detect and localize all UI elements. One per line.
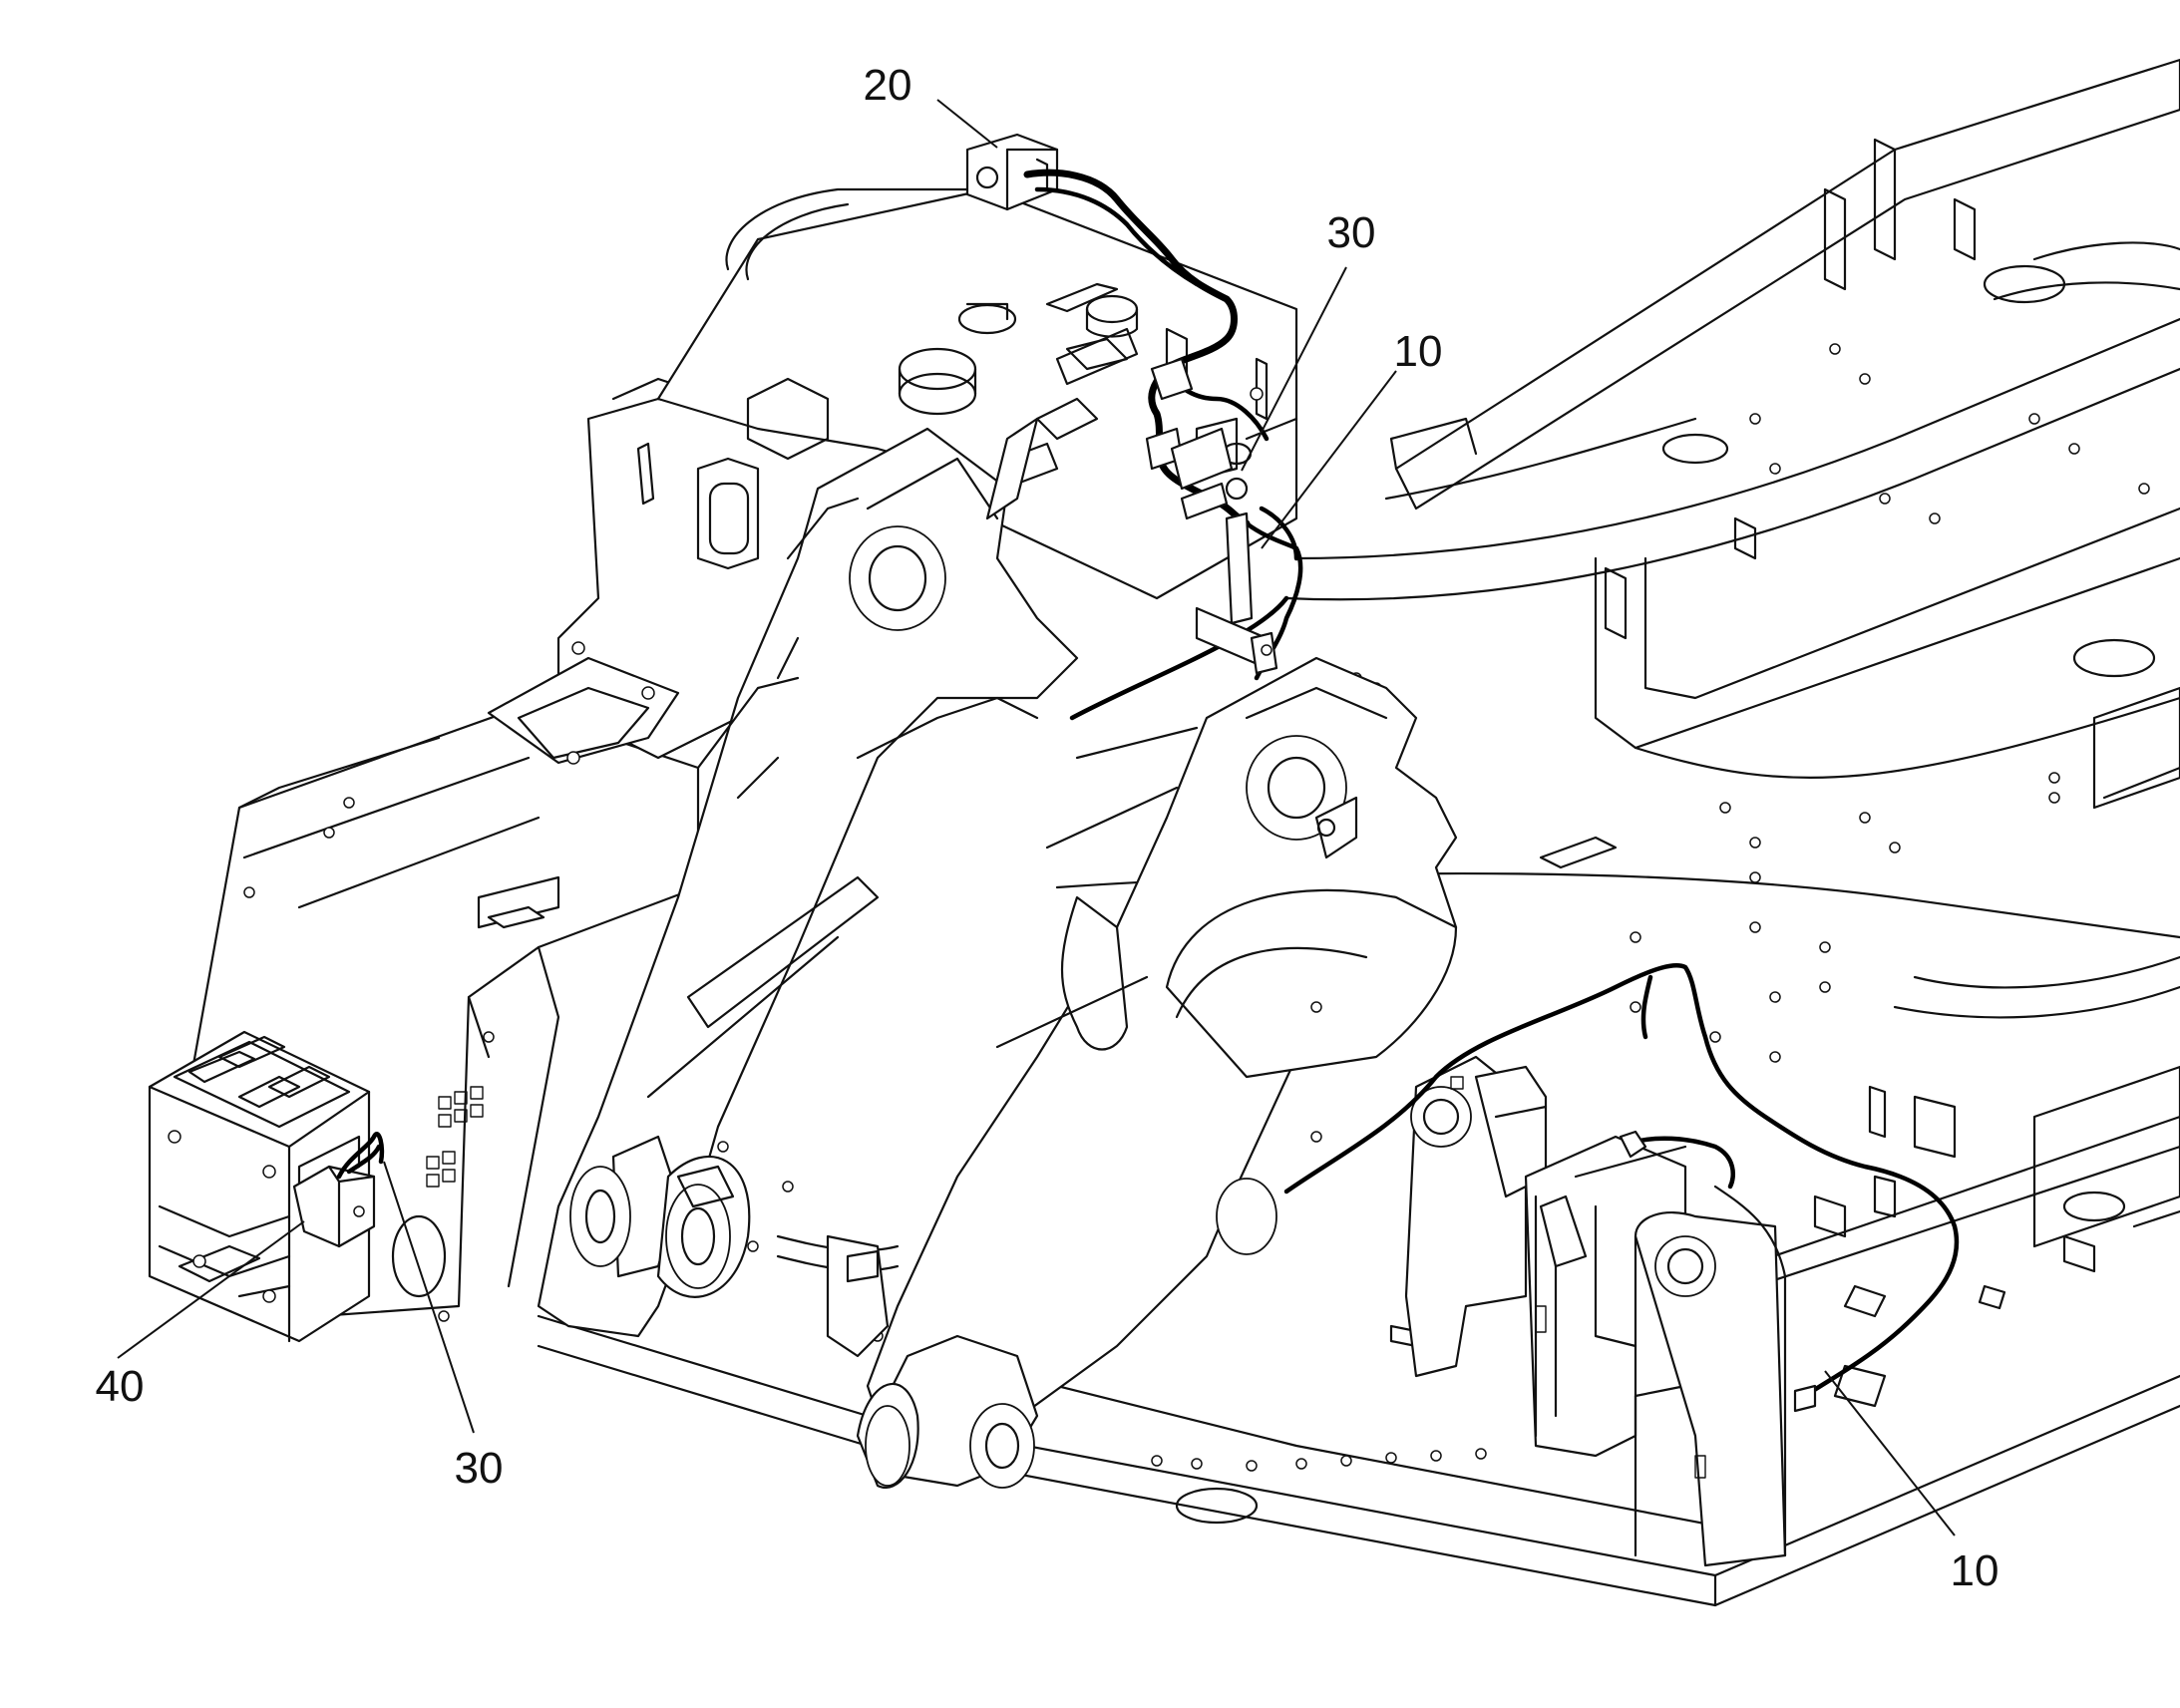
callout-40: 40 [96,1362,145,1411]
callout-20: 20 [864,61,912,110]
callout-10-bottom: 10 [1951,1546,1999,1595]
leader-20 [936,99,998,149]
callout-30-top: 30 [1327,208,1376,257]
component-20-junction-box [965,133,1059,211]
center-tower [776,656,1458,1489]
engine-mount-pedestals [1404,1055,1887,1567]
left-tower [537,417,1079,1338]
wiring-harness-top [1023,169,1303,721]
callout-10-top: 10 [1394,327,1443,376]
leader-30-top [1241,266,1347,472]
wiring-harness-bottom [1283,962,1960,1413]
rear-frame [1284,58,2180,1308]
leader-10-bottom [1824,1370,1956,1537]
leader-10-top [1261,370,1397,549]
battery-cage [148,1030,371,1343]
leader-40 [117,1220,305,1359]
leader-30-bottom [383,1161,475,1434]
callout-30-bottom: 30 [455,1444,504,1493]
component-40-disconnect-switch [292,1165,376,1248]
callout-numbers: 20 30 10 40 30 10 [96,61,1999,1595]
wiring-harness-cage [336,1132,385,1180]
callout-leaders [117,99,1956,1537]
